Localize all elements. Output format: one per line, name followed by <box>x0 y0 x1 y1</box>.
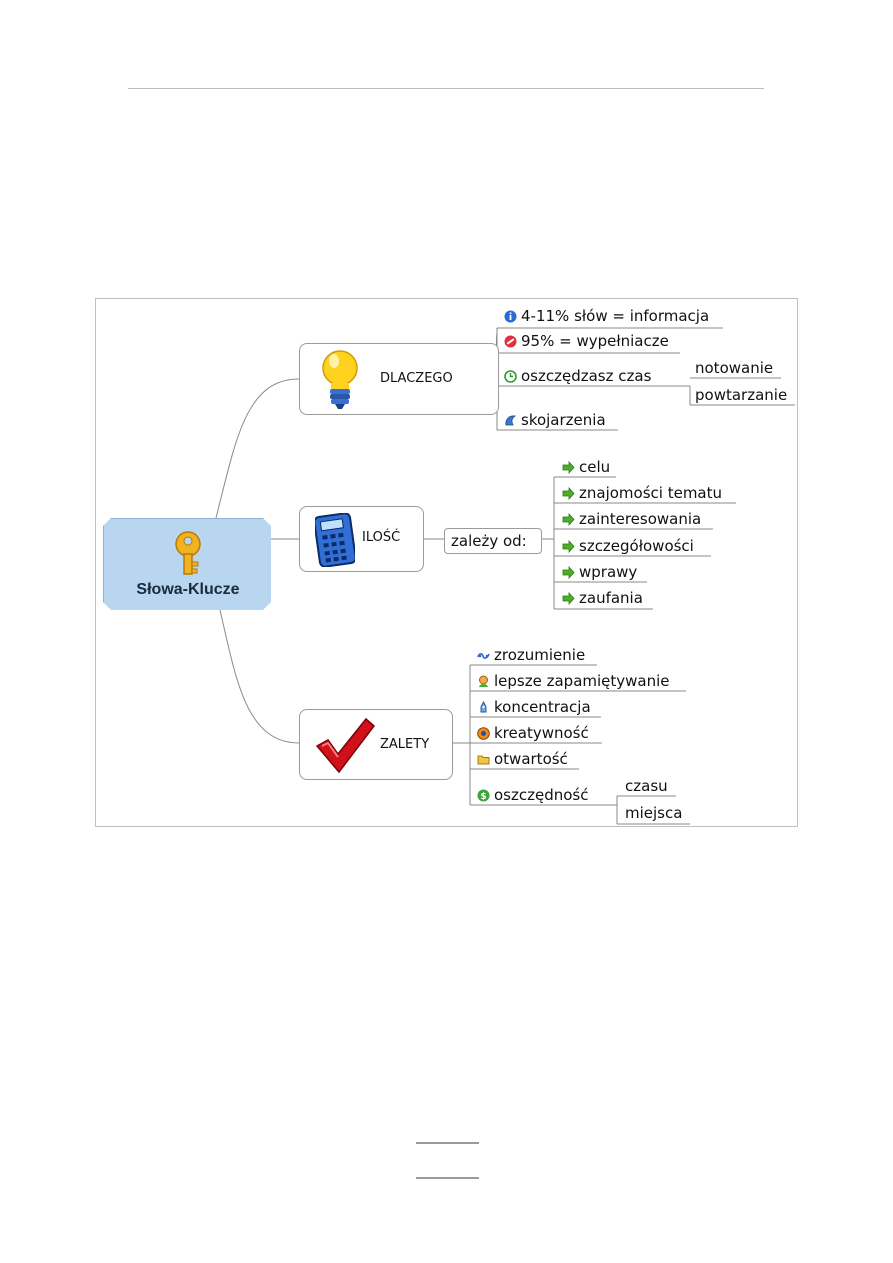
palette-icon <box>477 726 490 740</box>
zalety-item-koncentracja[interactable]: koncentracja <box>477 698 591 716</box>
zalety-item-label: kreatywność <box>494 724 589 742</box>
zalety-item-label: otwartość <box>494 750 568 768</box>
zalety-item-otwartosc[interactable]: otwartość <box>477 750 568 768</box>
head-icon <box>479 675 488 687</box>
sub-label: miejsca <box>625 804 683 822</box>
ilosc-item-wprawy[interactable]: wprawy <box>562 563 637 581</box>
rocket-icon <box>480 700 487 712</box>
dlaczego-item-label: 95% = wypełniacze <box>521 332 669 350</box>
zalety-item-label: koncentracja <box>494 698 591 716</box>
sub-label: notowanie <box>695 359 774 377</box>
checkmark-icon <box>315 717 376 774</box>
zalety-item-label: lepsze zapamiętywanie <box>494 672 670 690</box>
link-dlaczego <box>215 378 300 519</box>
associations-icon <box>505 414 517 425</box>
ilosc-item-label: zainteresowania <box>579 510 702 528</box>
arrow-right-icon <box>562 512 575 526</box>
dlaczego-item-label: skojarzenia <box>521 411 606 429</box>
dlaczego-item-fillers[interactable]: 95% = wypełniacze <box>504 332 669 350</box>
connector-lines <box>215 327 795 825</box>
node-dlaczego[interactable]: DLACZEGO <box>299 343 499 415</box>
arrow-right-icon <box>562 460 575 474</box>
zalety-item-kreatywnosc[interactable]: kreatywność <box>477 724 589 742</box>
dlaczego-item-label: 4-11% słów = informacja <box>521 307 710 325</box>
dlaczego-item-time[interactable]: oszczędzasz czas <box>504 367 651 385</box>
arrow-right-icon <box>562 591 575 605</box>
center-label: Słowa-Klucze <box>136 581 240 598</box>
ilosc-item-szczegolowosci[interactable]: szczegółowości <box>562 537 694 555</box>
node-ilosc[interactable]: ILOŚĆ <box>299 506 424 572</box>
calculator-icon <box>315 513 355 567</box>
zalety-item-zrozumienie[interactable]: zrozumienie <box>477 646 585 664</box>
clock-icon <box>504 369 517 383</box>
connector-zalezy-od[interactable]: zależy od: <box>444 528 542 554</box>
arrow-right-icon <box>562 565 575 579</box>
sub-label: czasu <box>625 777 668 795</box>
ilosc-item-celu[interactable]: celu <box>562 458 610 476</box>
mind-map: Słowa-Klucze DLACZEGO ILOŚĆ <box>95 298 798 827</box>
label-dlaczego: DLACZEGO <box>380 371 453 386</box>
ilosc-item-label: zaufania <box>579 589 643 607</box>
footer-rule-top <box>416 1142 479 1144</box>
lightbulb-icon <box>322 350 358 409</box>
node-zalety[interactable]: ZALETY <box>299 709 453 780</box>
link-icon <box>477 652 490 659</box>
info-icon <box>504 310 517 322</box>
ilosc-item-label: wprawy <box>579 563 638 581</box>
dollar-icon: $ <box>477 789 490 802</box>
dlaczego-item-info[interactable]: 4-11% słów = informacja <box>504 307 709 325</box>
label-ilosc: ILOŚĆ <box>362 530 401 545</box>
footer-rule-bottom <box>416 1177 479 1179</box>
zalety-sub-miejsca[interactable]: miejsca <box>625 804 682 822</box>
folder-icon <box>477 755 490 764</box>
zalety-item-label: zrozumienie <box>494 646 586 664</box>
center-node[interactable]: Słowa-Klucze <box>103 518 271 610</box>
ilosc-item-zainteresowania[interactable]: zainteresowania <box>562 510 701 528</box>
header-rule <box>128 88 764 89</box>
arrow-right-icon <box>562 486 575 500</box>
label-zalety: ZALETY <box>380 737 430 752</box>
ilosc-item-temat[interactable]: znajomości tematu <box>562 484 722 502</box>
dlaczego-sub-notowanie[interactable]: notowanie <box>695 359 773 377</box>
key-icon <box>175 531 201 575</box>
dlaczego-item-associations[interactable]: skojarzenia <box>504 411 606 429</box>
zalety-item-zapamietywanie[interactable]: lepsze zapamiętywanie <box>477 672 670 690</box>
dlaczego-item-label: oszczędzasz czas <box>521 367 652 385</box>
label-zalezy-od: zależy od: <box>451 532 527 550</box>
zalety-sub-czasu[interactable]: czasu <box>625 777 668 795</box>
svg-text:$: $ <box>480 792 486 802</box>
zalety-item-oszczednosc[interactable]: $ oszczędność <box>477 786 588 804</box>
arrow-right-icon <box>562 539 575 553</box>
sub-label: powtarzanie <box>695 386 788 404</box>
ilosc-item-label: celu <box>579 458 611 476</box>
link-zalety <box>219 609 300 744</box>
ilosc-item-label: szczegółowości <box>579 537 694 555</box>
dlaczego-sub-powtarzanie[interactable]: powtarzanie <box>695 386 787 404</box>
ilosc-item-label: znajomości tematu <box>579 484 723 502</box>
zalety-item-label: oszczędność <box>494 786 589 804</box>
no-entry-icon <box>504 335 517 347</box>
ilosc-item-zaufania[interactable]: zaufania <box>562 589 643 607</box>
